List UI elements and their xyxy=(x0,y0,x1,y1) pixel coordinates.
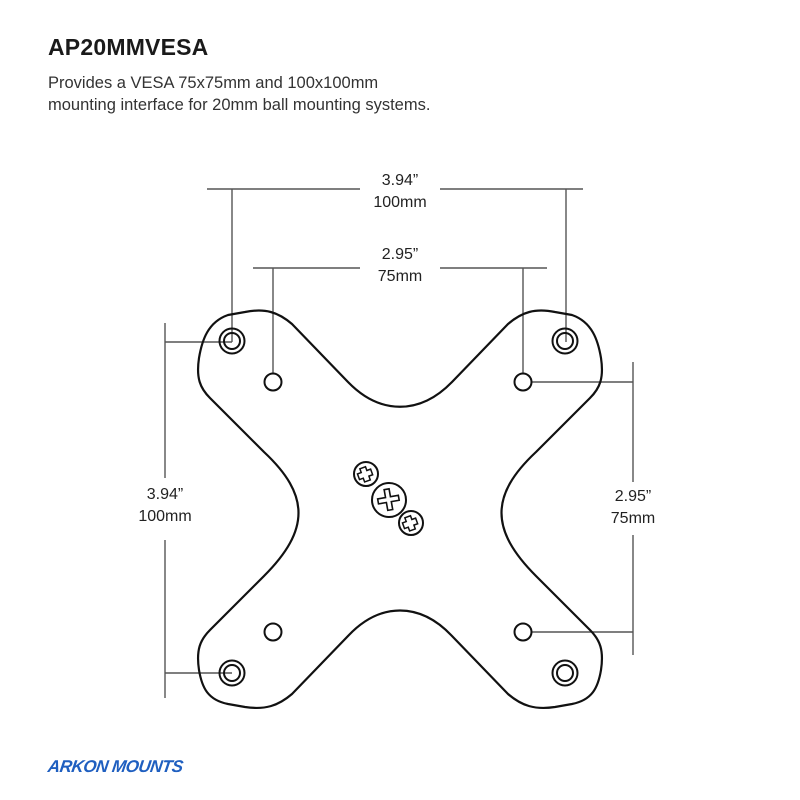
dim-top-inner-label: 2.95” 75mm xyxy=(360,244,440,288)
dim-left-label: 3.94” 100mm xyxy=(125,484,205,528)
center-screws xyxy=(353,461,424,536)
dim-right-inches: 2.95” xyxy=(614,488,652,505)
screw-icon-small-top xyxy=(353,461,379,487)
hole-75-bottom-left xyxy=(263,622,283,642)
hole-75-top-left xyxy=(263,372,283,392)
description-line-2: mounting interface for 20mm ball mountin… xyxy=(48,96,431,114)
product-description: Provides a VESA 75x75mm and 100x100mm mo… xyxy=(48,72,548,116)
hole-100-top-left xyxy=(218,327,246,355)
hole-75-top-right xyxy=(513,372,533,392)
dimension-lines xyxy=(164,188,634,698)
plate-outline xyxy=(196,309,604,710)
hole-100-top-right xyxy=(551,327,579,355)
dim-top-inner-inches: 2.95” xyxy=(381,246,419,263)
screw-icon-large-center xyxy=(371,482,407,518)
dim-top-outer-label: 3.94” 100mm xyxy=(360,170,440,214)
arkon-mounts-logo: ARKON MOUNTS xyxy=(46,757,185,776)
dim-top-inner-mm: 75mm xyxy=(377,268,423,285)
dim-left-mm: 100mm xyxy=(138,508,192,525)
holes-75mm xyxy=(263,372,533,642)
dim-left-inches: 3.94” xyxy=(146,486,184,503)
description-line-1: Provides a VESA 75x75mm and 100x100mm xyxy=(48,74,379,92)
hole-100-bottom-left xyxy=(218,659,246,687)
dim-right-mm: 75mm xyxy=(610,510,656,527)
dim-right-label: 2.95” 75mm xyxy=(593,486,673,530)
dim-top-outer-inches: 3.94” xyxy=(381,172,419,189)
holes-100mm xyxy=(218,327,579,687)
hole-100-bottom-right xyxy=(551,659,579,687)
hole-75-bottom-right xyxy=(513,622,533,642)
dim-top-outer-mm: 100mm xyxy=(373,194,427,211)
product-title: AP20MMVESA xyxy=(48,34,209,60)
screw-icon-small-bottom xyxy=(398,510,424,536)
